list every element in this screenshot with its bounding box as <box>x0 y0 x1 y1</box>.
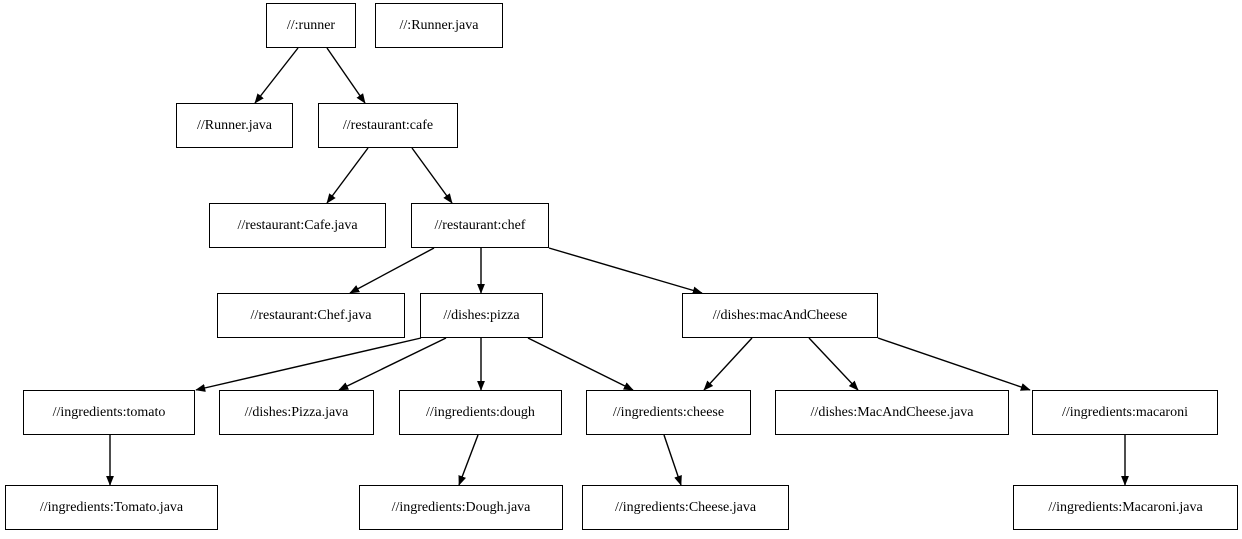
graph-node-label: //:Runner.java <box>399 17 479 33</box>
graph-edge-pizza-to-tomato <box>195 337 422 392</box>
graph-node-label: //dishes:Pizza.java <box>244 404 349 420</box>
graph-edge-cafe-to-cafe_java <box>326 147 369 204</box>
graph-node-dough[interactable]: //ingredients:dough <box>399 390 562 435</box>
edge-group <box>106 47 1129 486</box>
graph-node-label: //restaurant:Chef.java <box>250 307 372 323</box>
graph-edge-mac_and_cheese-to-cheese <box>703 337 753 391</box>
graph-edge-runner-to-runner_java <box>254 47 299 104</box>
graph-node-runner[interactable]: //:runner <box>266 3 356 48</box>
graph-node-label: //ingredients:cheese <box>612 404 725 420</box>
graph-edge-chef-to-mac_and_cheese <box>548 247 703 295</box>
graph-node-pizza_java[interactable]: //dishes:Pizza.java <box>219 390 374 435</box>
graph-edge-mac_and_cheese-to-mac_cheese_java <box>808 337 859 391</box>
graph-node-dough_java[interactable]: //ingredients:Dough.java <box>359 485 563 530</box>
graph-node-mac_cheese_java[interactable]: //dishes:MacAndCheese.java <box>775 390 1009 435</box>
graph-node-cheese[interactable]: //ingredients:cheese <box>586 390 751 435</box>
graph-node-label: //restaurant:Cafe.java <box>237 217 358 233</box>
graph-node-runner_java_root[interactable]: //:Runner.java <box>375 3 503 48</box>
graph-node-label: //ingredients:Dough.java <box>391 499 531 515</box>
graph-node-tomato_java[interactable]: //ingredients:Tomato.java <box>5 485 218 530</box>
graph-node-label: //restaurant:chef <box>434 217 526 233</box>
graph-edge-dough-to-dough_java <box>458 434 479 486</box>
graph-node-pizza[interactable]: //dishes:pizza <box>420 293 543 338</box>
graph-node-macaroni_java[interactable]: //ingredients:Macaroni.java <box>1013 485 1238 530</box>
graph-node-chef_java[interactable]: //restaurant:Chef.java <box>217 293 405 338</box>
graph-node-label: //ingredients:tomato <box>52 404 166 420</box>
graph-node-label: //ingredients:Tomato.java <box>39 499 184 515</box>
graph-node-label: //ingredients:dough <box>426 404 535 420</box>
graph-node-label: //ingredients:Macaroni.java <box>1048 499 1203 515</box>
graph-node-label: //dishes:MacAndCheese.java <box>810 404 974 420</box>
graph-node-label: //Runner.java <box>196 117 273 133</box>
graph-node-label: //ingredients:Cheese.java <box>614 499 757 515</box>
graph-node-cheese_java[interactable]: //ingredients:Cheese.java <box>582 485 789 530</box>
graph-node-label: //ingredients:macaroni <box>1062 404 1188 420</box>
graph-node-chef[interactable]: //restaurant:chef <box>411 203 549 248</box>
graph-edge-pizza-to-cheese <box>527 337 634 391</box>
graph-edge-chef-to-chef_java <box>349 247 435 294</box>
graph-node-cafe_java[interactable]: //restaurant:Cafe.java <box>209 203 386 248</box>
graph-node-macaroni[interactable]: //ingredients:macaroni <box>1032 390 1218 435</box>
graph-node-mac_and_cheese[interactable]: //dishes:macAndCheese <box>682 293 878 338</box>
graph-edge-runner-to-cafe <box>326 47 366 104</box>
graph-node-label: //:runner <box>286 17 336 33</box>
graph-edge-cafe-to-chef <box>411 147 453 204</box>
graph-node-tomato[interactable]: //ingredients:tomato <box>23 390 195 435</box>
graph-node-label: //restaurant:cafe <box>342 117 434 133</box>
graph-edge-pizza-to-pizza_java <box>338 337 447 391</box>
graph-node-label: //dishes:pizza <box>443 307 520 323</box>
graph-edge-cheese-to-cheese_java <box>663 434 682 486</box>
graph-node-label: //dishes:macAndCheese <box>712 307 848 323</box>
graph-node-cafe[interactable]: //restaurant:cafe <box>318 103 458 148</box>
graph-edge-mac_and_cheese-to-macaroni <box>877 337 1031 391</box>
graph-node-runner_java[interactable]: //Runner.java <box>176 103 293 148</box>
